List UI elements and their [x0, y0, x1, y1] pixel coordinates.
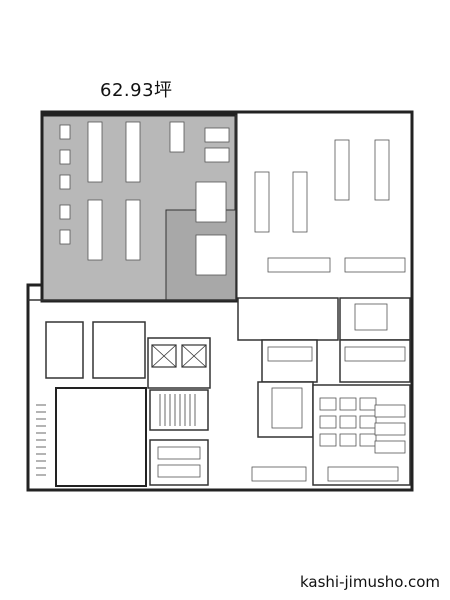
desk [374, 422, 406, 436]
desk [195, 234, 227, 276]
restroom [45, 321, 84, 379]
desk [327, 466, 399, 482]
large-hall [55, 387, 147, 487]
desk [267, 257, 331, 273]
stair-treads [159, 394, 196, 426]
desk [359, 415, 377, 429]
desk [267, 346, 313, 362]
desk [374, 404, 406, 418]
desk [59, 204, 71, 220]
desk [344, 257, 406, 273]
desk [319, 415, 337, 429]
desk [339, 397, 357, 411]
desk [169, 121, 185, 153]
desk [157, 446, 201, 460]
desk [319, 433, 337, 447]
stairwell [149, 389, 209, 431]
desk [157, 464, 201, 478]
desk [319, 397, 337, 411]
desk [254, 171, 270, 233]
desk [354, 303, 388, 331]
floor-area-label: 62.93坪 [100, 80, 173, 101]
desk [204, 147, 230, 163]
desk [344, 346, 406, 362]
desk [195, 181, 227, 223]
desk [59, 124, 71, 140]
desk [292, 171, 308, 233]
desk-layout [59, 121, 406, 482]
desk [125, 199, 141, 261]
desk [374, 440, 406, 454]
desk [334, 139, 350, 201]
desk [271, 387, 303, 429]
desk [359, 433, 377, 447]
building-outline [26, 110, 414, 492]
desk [59, 229, 71, 245]
desk [87, 121, 103, 183]
exterior-stair [36, 404, 46, 476]
meeting-room [237, 297, 339, 341]
desk [204, 127, 230, 143]
restroom [92, 321, 146, 379]
desk [251, 466, 307, 482]
desk [339, 415, 357, 429]
desk [59, 174, 71, 190]
desk [125, 121, 141, 183]
desk [374, 139, 390, 201]
desk [339, 433, 357, 447]
desk [59, 149, 71, 165]
desk [87, 199, 103, 261]
site-url: kashi-jimusho.com [299, 573, 440, 591]
desk [359, 397, 377, 411]
